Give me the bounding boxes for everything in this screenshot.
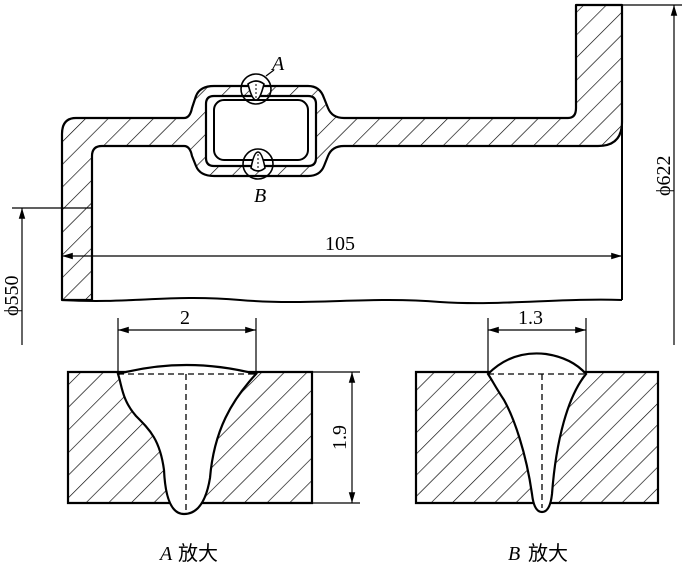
dimension-105: 105 bbox=[62, 233, 622, 260]
caption-a-suffix: 放大 bbox=[178, 542, 218, 565]
detail-b-view: 1.3 B 放大 bbox=[414, 307, 660, 565]
caption-b-letter: B bbox=[508, 543, 520, 565]
dimension-phi550: ϕ550 bbox=[1, 207, 62, 345]
detail-b-weld bbox=[486, 352, 588, 514]
dim-a-width-text: 2 bbox=[180, 307, 190, 329]
detail-label-b: B bbox=[254, 185, 266, 207]
inner-cavity bbox=[213, 99, 309, 161]
dim-phi550-text: ϕ550 bbox=[1, 275, 23, 316]
section-body bbox=[60, 3, 624, 302]
detail-label-a: A bbox=[270, 53, 285, 75]
dim-depth-text: 1.9 bbox=[329, 425, 351, 450]
caption-a-letter: A bbox=[158, 543, 173, 565]
main-section: A B bbox=[60, 3, 624, 305]
detail-a-weld bbox=[116, 363, 259, 516]
dimension-phi622: ϕ622 bbox=[622, 4, 682, 345]
dim-105-text: 105 bbox=[325, 233, 355, 255]
leader-a bbox=[265, 69, 275, 77]
caption-b-suffix: 放大 bbox=[528, 542, 568, 565]
weld-b-mark bbox=[250, 151, 266, 172]
weld-a-mark bbox=[247, 80, 265, 101]
dim-phi622-text: ϕ622 bbox=[653, 155, 675, 196]
break-line bbox=[61, 297, 623, 305]
detail-circle-a bbox=[240, 73, 272, 105]
detail-a-view: 2 1.9 A 放大 bbox=[66, 307, 360, 565]
dim-b-width-text: 1.3 bbox=[518, 307, 543, 329]
detail-circle-b bbox=[242, 148, 274, 180]
